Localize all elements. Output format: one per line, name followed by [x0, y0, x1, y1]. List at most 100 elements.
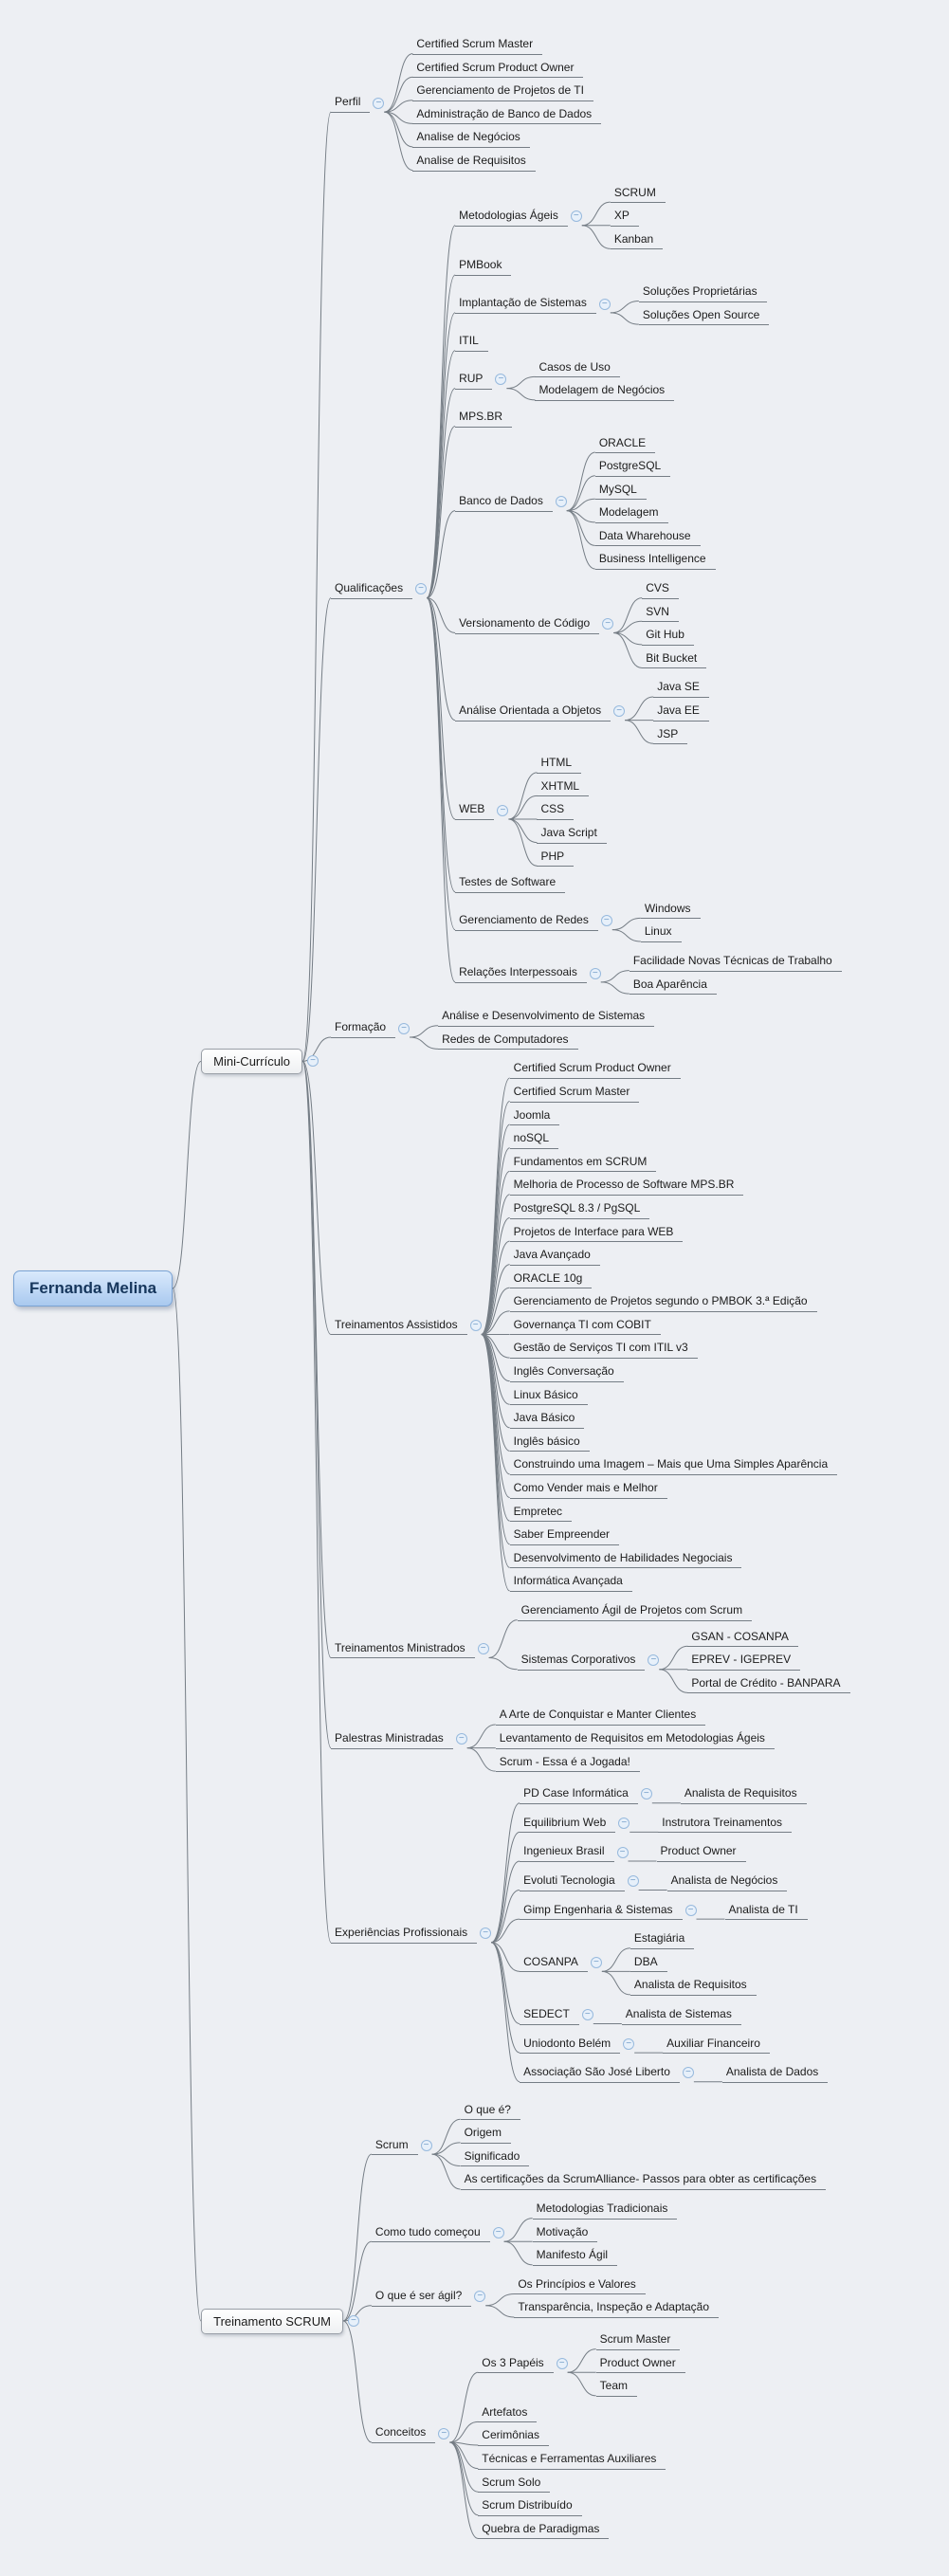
node-metodologias-ageis[interactable]: Metodologias Ágeis−	[455, 209, 582, 227]
node-ingles-conversacao[interactable]: Inglês Conversação	[509, 1364, 624, 1382]
node-bit-bucket[interactable]: Bit Bucket	[642, 651, 707, 669]
node-conceitos[interactable]: Conceitos−	[371, 2425, 450, 2443]
node-motivacao[interactable]: Motivação	[532, 2225, 598, 2243]
node-treinamento-scrum[interactable]: Treinamento SCRUM−	[201, 2308, 359, 2334]
collapse-icon[interactable]: −	[477, 1643, 489, 1655]
node-pd-case-informatica[interactable]: PD Case Informática−	[520, 1786, 652, 1804]
node-certified-scrum-master[interactable]: Certified Scrum Master	[412, 37, 543, 55]
node-sedect[interactable]: SEDECT−	[520, 2007, 593, 2025]
node-kanban[interactable]: Kanban	[610, 232, 664, 250]
collapse-icon[interactable]: −	[555, 496, 567, 508]
collapse-icon[interactable]: −	[347, 2315, 359, 2328]
node-certified-scrum-product-owner[interactable]: Certified Scrum Product Owner	[412, 61, 584, 79]
node-eprev-igeprev[interactable]: EPREV - IGEPREV	[687, 1653, 801, 1671]
node-gerenciamento-de-projetos-de-ti[interactable]: Gerenciamento de Projetos de TI	[412, 83, 593, 101]
node-significado[interactable]: Significado	[460, 2149, 530, 2167]
node-evoluti-tecnologia[interactable]: Evoluti Tecnologia−	[520, 1873, 639, 1891]
node-governanca-ti-com-cobit[interactable]: Governança TI com COBIT	[509, 1318, 661, 1336]
node-os-3-papeis[interactable]: Os 3 Papéis−	[478, 2356, 568, 2374]
node-treinamentos-ministrados[interactable]: Treinamentos Ministrados−	[331, 1641, 489, 1659]
node-analista-de-requisitos[interactable]: Analista de Requisitos	[680, 1786, 807, 1804]
node-certified-scrum-product-owner[interactable]: Certified Scrum Product Owner	[509, 1061, 681, 1079]
node-cerimonias[interactable]: Cerimônias	[478, 2428, 549, 2446]
node-pmbook[interactable]: PMBook	[455, 258, 512, 276]
node-quebra-de-paradigmas[interactable]: Quebra de Paradigmas	[478, 2522, 610, 2540]
collapse-icon[interactable]: −	[480, 1927, 492, 1940]
node-fundamentos-em-scrum[interactable]: Fundamentos em SCRUM	[509, 1155, 657, 1173]
node-analista-de-ti[interactable]: Analista de TI	[724, 1903, 808, 1921]
node-portal-de-credito-banpara[interactable]: Portal de Crédito - BANPARA	[687, 1676, 850, 1694]
node-como-vender-mais-e-melhor[interactable]: Como Vender mais e Melhor	[509, 1481, 667, 1499]
collapse-icon[interactable]: −	[616, 1846, 629, 1858]
node-instrutora-treinamentos[interactable]: Instrutora Treinamentos	[658, 1816, 792, 1834]
node-levantamento-de-requisitos-em-metodologias-ageis[interactable]: Levantamento de Requisitos em Metodologi…	[495, 1731, 775, 1749]
node-versionamento-de-codigo[interactable]: Versionamento de Código−	[455, 616, 614, 634]
collapse-icon[interactable]: −	[415, 583, 428, 595]
node-banco-de-dados[interactable]: Banco de Dados−	[455, 494, 567, 512]
node-origem[interactable]: Origem	[460, 2126, 511, 2144]
node-gestao-de-servicos-ti-com-itil-v3[interactable]: Gestão de Serviços TI com ITIL v3	[509, 1341, 698, 1360]
node-tecnicas-e-ferramentas-auxiliares[interactable]: Técnicas e Ferramentas Auxiliares	[478, 2452, 666, 2470]
node-git-hub[interactable]: Git Hub	[642, 628, 694, 646]
collapse-icon[interactable]: −	[373, 97, 385, 109]
node-como-tudo-comecou[interactable]: Como tudo começou−	[371, 2225, 504, 2243]
node-jsp[interactable]: JSP	[653, 727, 688, 745]
collapse-icon[interactable]: −	[648, 1654, 660, 1667]
collapse-icon[interactable]: −	[598, 298, 611, 310]
collapse-icon[interactable]: −	[438, 2427, 450, 2439]
node-projetos-de-interface-para-web[interactable]: Projetos de Interface para WEB	[509, 1225, 684, 1243]
node-product-owner[interactable]: Product Owner	[656, 1844, 746, 1862]
node-gerenciamento-de-projetos-segundo-o-pmbok-3-edic[interactable]: Gerenciamento de Projetos segundo o PMBO…	[509, 1294, 817, 1312]
collapse-icon[interactable]: −	[495, 374, 507, 386]
node-itil[interactable]: ITIL	[455, 334, 488, 352]
node-equilibrium-web[interactable]: Equilibrium Web−	[520, 1816, 630, 1834]
collapse-icon[interactable]: −	[570, 210, 582, 223]
node-analista-de-requisitos[interactable]: Analista de Requisitos	[630, 1978, 757, 1996]
node-postgresql-8-3-pgsql[interactable]: PostgreSQL 8.3 / PgSQL	[509, 1201, 650, 1219]
collapse-icon[interactable]: −	[602, 618, 614, 630]
node-php[interactable]: PHP	[537, 850, 575, 868]
node-auxiliar-financeiro[interactable]: Auxiliar Financeiro	[663, 2037, 770, 2055]
node-postgresql[interactable]: PostgreSQL	[594, 459, 671, 477]
node-cosanpa[interactable]: COSANPA−	[520, 1955, 602, 1973]
collapse-icon[interactable]: −	[684, 1904, 697, 1916]
collapse-icon[interactable]: −	[556, 2357, 568, 2369]
node-mps-br[interactable]: MPS.BR	[455, 410, 513, 428]
node-ingles-basico[interactable]: Inglês básico	[509, 1434, 590, 1452]
node-windows[interactable]: Windows	[640, 902, 701, 920]
node-as-certificacoes-da-scrumalliance-passos-para-ob[interactable]: As certificações da ScrumAlliance- Passo…	[460, 2172, 827, 2191]
node-facilidade-novas-tecnicas-de-trabalho[interactable]: Facilidade Novas Técnicas de Trabalho	[629, 954, 842, 972]
collapse-icon[interactable]: −	[589, 967, 601, 979]
node-desenvolvimento-de-habilidades-negociais[interactable]: Desenvolvimento de Habilidades Negociais	[509, 1551, 742, 1569]
node-solucoes-open-source[interactable]: Soluções Open Source	[638, 308, 770, 326]
node-java-avancado[interactable]: Java Avançado	[509, 1248, 600, 1266]
collapse-icon[interactable]: −	[600, 915, 612, 927]
node-cvs[interactable]: CVS	[642, 581, 679, 599]
collapse-icon[interactable]: −	[640, 1788, 652, 1800]
node-gimp-engenharia-sistemas[interactable]: Gimp Engenharia & Sistemas−	[520, 1903, 697, 1921]
node-java-script[interactable]: Java Script	[537, 826, 607, 844]
node-mini-curriculo[interactable]: Mini-Currículo−	[201, 1048, 319, 1074]
node-java-ee[interactable]: Java EE	[653, 703, 709, 722]
node-analise-e-desenvolvimento-de-sistemas[interactable]: Análise e Desenvolvimento de Sistemas	[438, 1009, 655, 1027]
node-empretec[interactable]: Empretec	[509, 1505, 573, 1523]
node-uniodonto-belem[interactable]: Uniodonto Belém−	[520, 2037, 635, 2055]
node-linux-basico[interactable]: Linux Básico	[509, 1388, 588, 1406]
node-sistemas-corporativos[interactable]: Sistemas Corporativos−	[517, 1653, 660, 1671]
node-xhtml[interactable]: XHTML	[537, 779, 590, 797]
node-a-arte-de-conquistar-e-manter-clientes[interactable]: A Arte de Conquistar e Manter Clientes	[495, 1708, 706, 1726]
node-o-que-e-ser-agil[interactable]: O que é ser ágil?−	[371, 2289, 486, 2307]
node-artefatos[interactable]: Artefatos	[478, 2405, 538, 2423]
node-xp[interactable]: XP	[610, 209, 639, 227]
node-modelagem[interactable]: Modelagem	[594, 505, 668, 523]
node-estagiaria[interactable]: Estagiária	[630, 1931, 695, 1949]
node-relacoes-interpessoais[interactable]: Relações Interpessoais−	[455, 965, 601, 983]
node-team[interactable]: Team	[595, 2379, 638, 2397]
node-solucoes-proprietarias[interactable]: Soluções Proprietárias	[638, 284, 767, 302]
node-gsan-cosanpa[interactable]: GSAN - COSANPA	[687, 1630, 798, 1648]
node-analista-de-dados[interactable]: Analista de Dados	[721, 2065, 829, 2083]
node-o-que-e[interactable]: O que é?	[460, 2103, 520, 2121]
node-fernanda-melina[interactable]: Fernanda Melina	[13, 1270, 173, 1306]
node-scrum[interactable]: Scrum−	[371, 2138, 432, 2156]
node-scrum-distribuido[interactable]: Scrum Distribuído	[478, 2498, 582, 2516]
